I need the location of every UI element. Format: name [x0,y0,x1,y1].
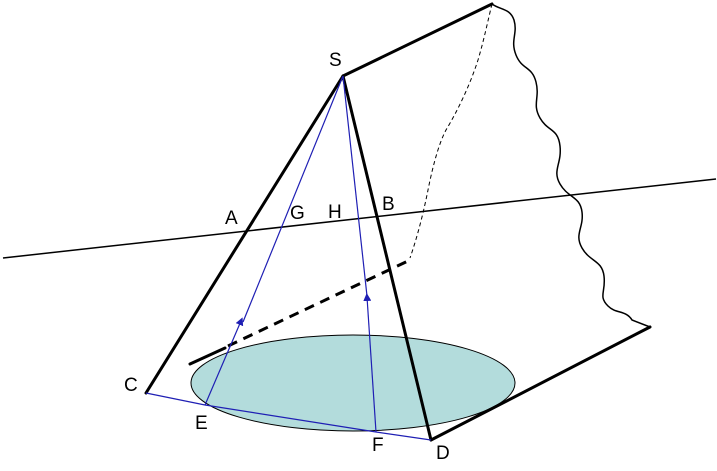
visible-segment [188,346,227,366]
label-e: E [195,413,208,434]
hidden-line [227,258,411,348]
label-c: C [124,375,138,396]
line-fd [375,431,432,441]
label-d: D [436,443,450,464]
line-ef [204,404,377,433]
label-h: H [328,202,342,223]
label-f: F [372,435,384,456]
plane-wavy-edge [491,3,651,328]
edge-s-top [341,2,494,78]
arrow-f [363,293,377,433]
label-g: G [290,203,305,224]
base-ellipse [190,334,516,432]
line-ce [145,392,206,406]
line-sh [342,75,368,297]
edge-sc [144,74,345,395]
arrow-e [204,317,244,406]
edge-sd [341,74,433,442]
edge-d-right [429,325,652,442]
line-sg [242,75,344,323]
line-ab [2,178,717,259]
label-a: A [225,208,238,229]
label-s: S [329,50,342,71]
label-b: B [382,194,395,215]
plane-hidden-edge [409,3,493,259]
